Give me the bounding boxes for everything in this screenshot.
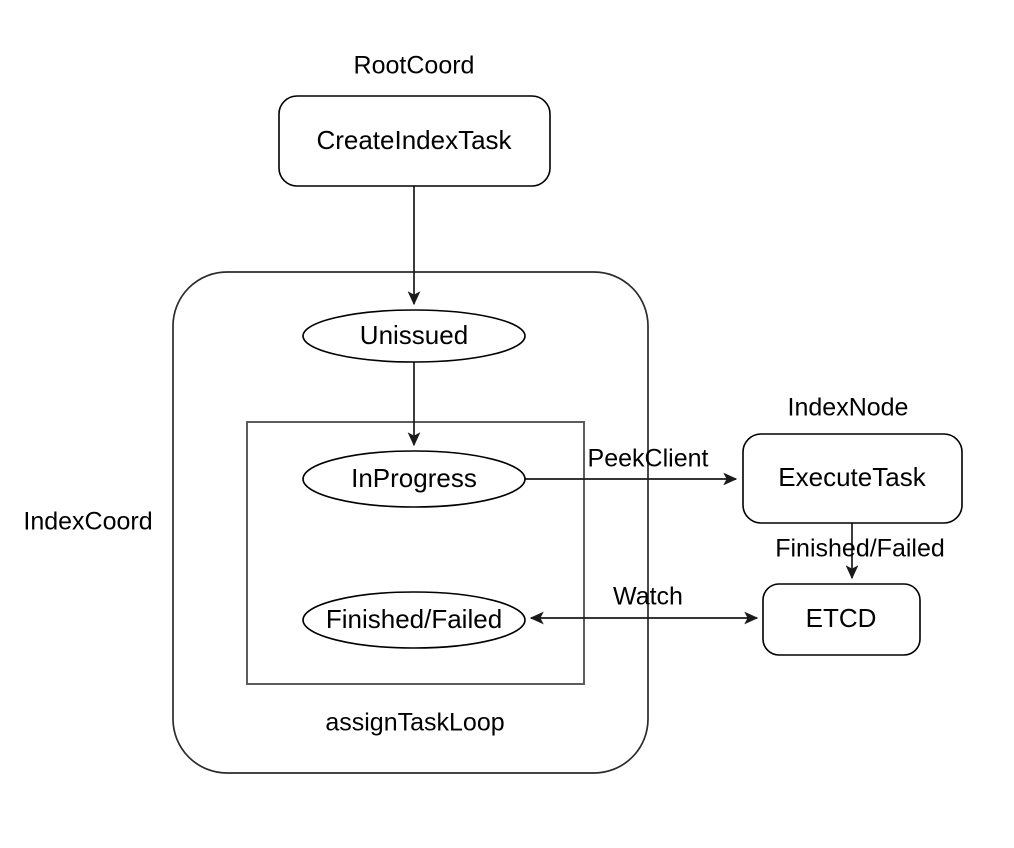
node-create-index-task[interactable]: CreateIndexTask (278, 95, 551, 187)
edge-inprogress-to-executetask[interactable]: PeekClient (525, 445, 738, 486)
etcd-label: ETCD (806, 603, 877, 633)
node-finished-failed-state[interactable]: Finished/Failed (302, 591, 526, 649)
etcd-box (762, 583, 921, 656)
inprogress-label: InProgress (351, 463, 477, 493)
edge-etcd-watch-finishedfailed[interactable]: Watch (529, 583, 759, 625)
unissued-ellipse (302, 309, 526, 363)
rootcoord-label: RootCoord (354, 52, 475, 80)
finished-failed-label: Finished/Failed (326, 604, 502, 634)
assigntaskloop-boundary (246, 421, 585, 685)
node-execute-task[interactable]: ExecuteTask (742, 433, 963, 524)
indexcoord-boundary (172, 271, 649, 774)
group-assigntaskloop[interactable]: assignTaskLoop (246, 421, 585, 737)
indexnode-label: IndexNode (788, 394, 909, 422)
indexcoord-label: IndexCoord (23, 508, 152, 536)
edge-label-watch: Watch (613, 583, 683, 611)
edge-label-peekclient: PeekClient (588, 445, 709, 473)
assigntaskloop-label: assignTaskLoop (325, 709, 504, 737)
execute-task-box (742, 433, 963, 524)
edge-label-finished-failed: Finished/Failed (775, 535, 945, 563)
inprogress-ellipse (302, 450, 526, 508)
group-indexcoord[interactable]: IndexCoord (23, 271, 649, 774)
edge-executetask-to-etcd[interactable]: Finished/Failed (775, 523, 945, 580)
create-index-task-box (278, 95, 551, 187)
node-etcd[interactable]: ETCD (762, 583, 921, 656)
node-unissued[interactable]: Unissued (302, 309, 526, 363)
unissued-label: Unissued (360, 320, 468, 350)
execute-task-label: ExecuteTask (778, 462, 926, 492)
create-index-task-label: CreateIndexTask (316, 125, 512, 155)
finished-failed-ellipse (302, 591, 526, 649)
node-inprogress[interactable]: InProgress (302, 450, 526, 508)
